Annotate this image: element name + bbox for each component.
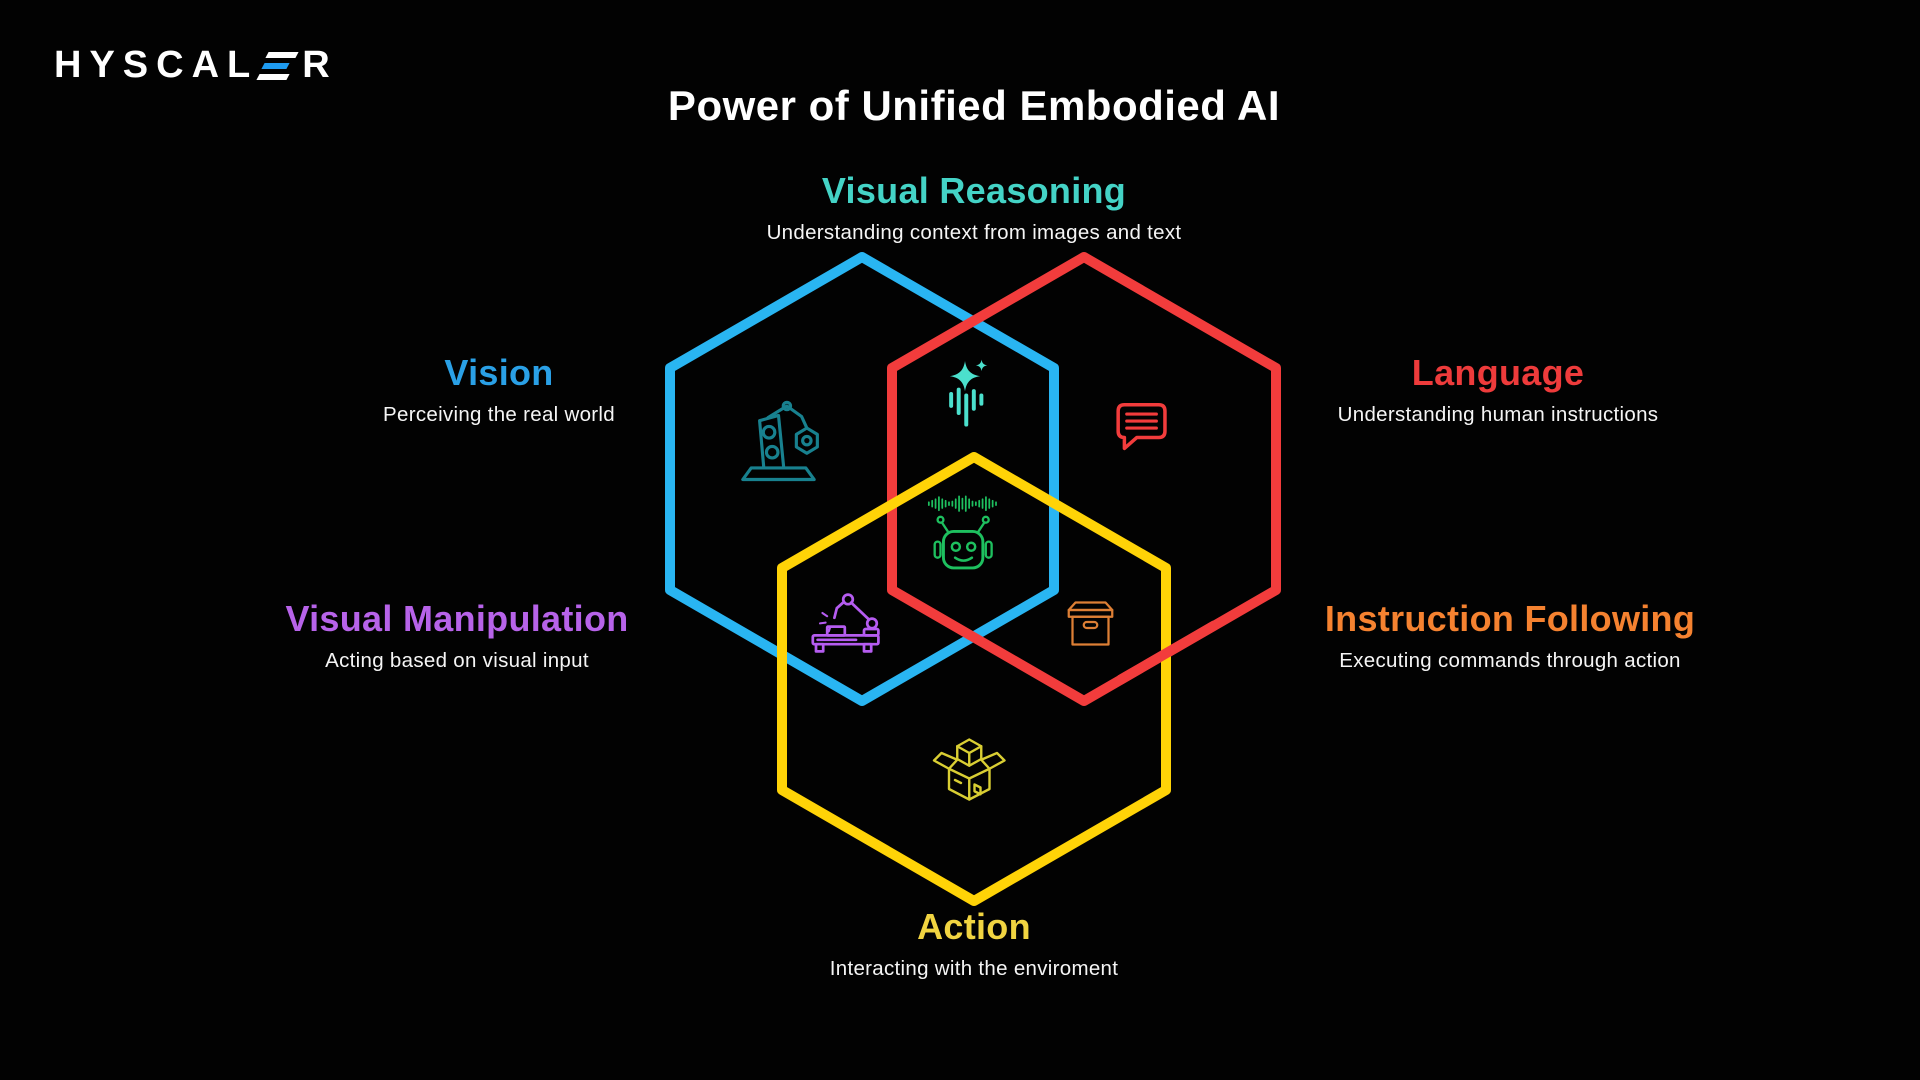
action-heading: Action	[917, 906, 1031, 947]
visual-manipulation-heading: Visual Manipulation	[285, 598, 629, 639]
assembly-robot-arm-icon	[811, 593, 880, 653]
robot-arm-icon	[741, 400, 819, 482]
vision-hexagon	[665, 252, 1059, 706]
logo-text-prefix: HYSCAL	[54, 44, 259, 86]
language-description: Understanding human instructions	[1337, 403, 1659, 426]
open-package-icon	[932, 738, 1006, 801]
instruction-following-label-block: Instruction Following Executing commands…	[1325, 598, 1695, 673]
storage-box-icon	[1067, 601, 1114, 646]
vision-description: Perceiving the real world	[383, 403, 615, 426]
hexagon-interlock-patch	[1117, 620, 1218, 685]
page-title: Power of Unified Embodied AI	[667, 82, 1281, 129]
language-label-block: Language Understanding human instruction…	[1338, 352, 1659, 427]
logo-text-suffix: R	[302, 44, 338, 86]
visual-reasoning-label-block: Visual Reasoning Understanding context f…	[767, 170, 1182, 245]
visual-manipulation-label-block: Visual Manipulation Acting based on visu…	[285, 598, 628, 673]
visual-reasoning-heading: Visual Reasoning	[821, 170, 1127, 211]
vision-label-block: Vision Perceiving the real world	[383, 352, 615, 427]
instruction-following-heading: Instruction Following	[1324, 598, 1696, 639]
instruction-following-description: Executing commands through action	[1339, 649, 1681, 672]
chat-bubble-icon	[1116, 402, 1167, 451]
voice-robot-head-icon	[927, 495, 997, 570]
ai-sparkle-soundbars-icon	[949, 359, 988, 427]
vision-heading: Vision	[444, 352, 554, 393]
action-description: Interacting with the enviroment	[829, 957, 1119, 980]
language-hexagon	[887, 252, 1281, 706]
visual-reasoning-description: Understanding context from images and te…	[766, 221, 1182, 244]
language-heading: Language	[1411, 352, 1585, 393]
action-label-block: Action Interacting with the enviroment	[830, 906, 1118, 981]
action-hexagon	[777, 452, 1171, 906]
visual-manipulation-description: Acting based on visual input	[325, 649, 589, 672]
hyscaler-logo: HYSCAL R	[54, 44, 338, 87]
